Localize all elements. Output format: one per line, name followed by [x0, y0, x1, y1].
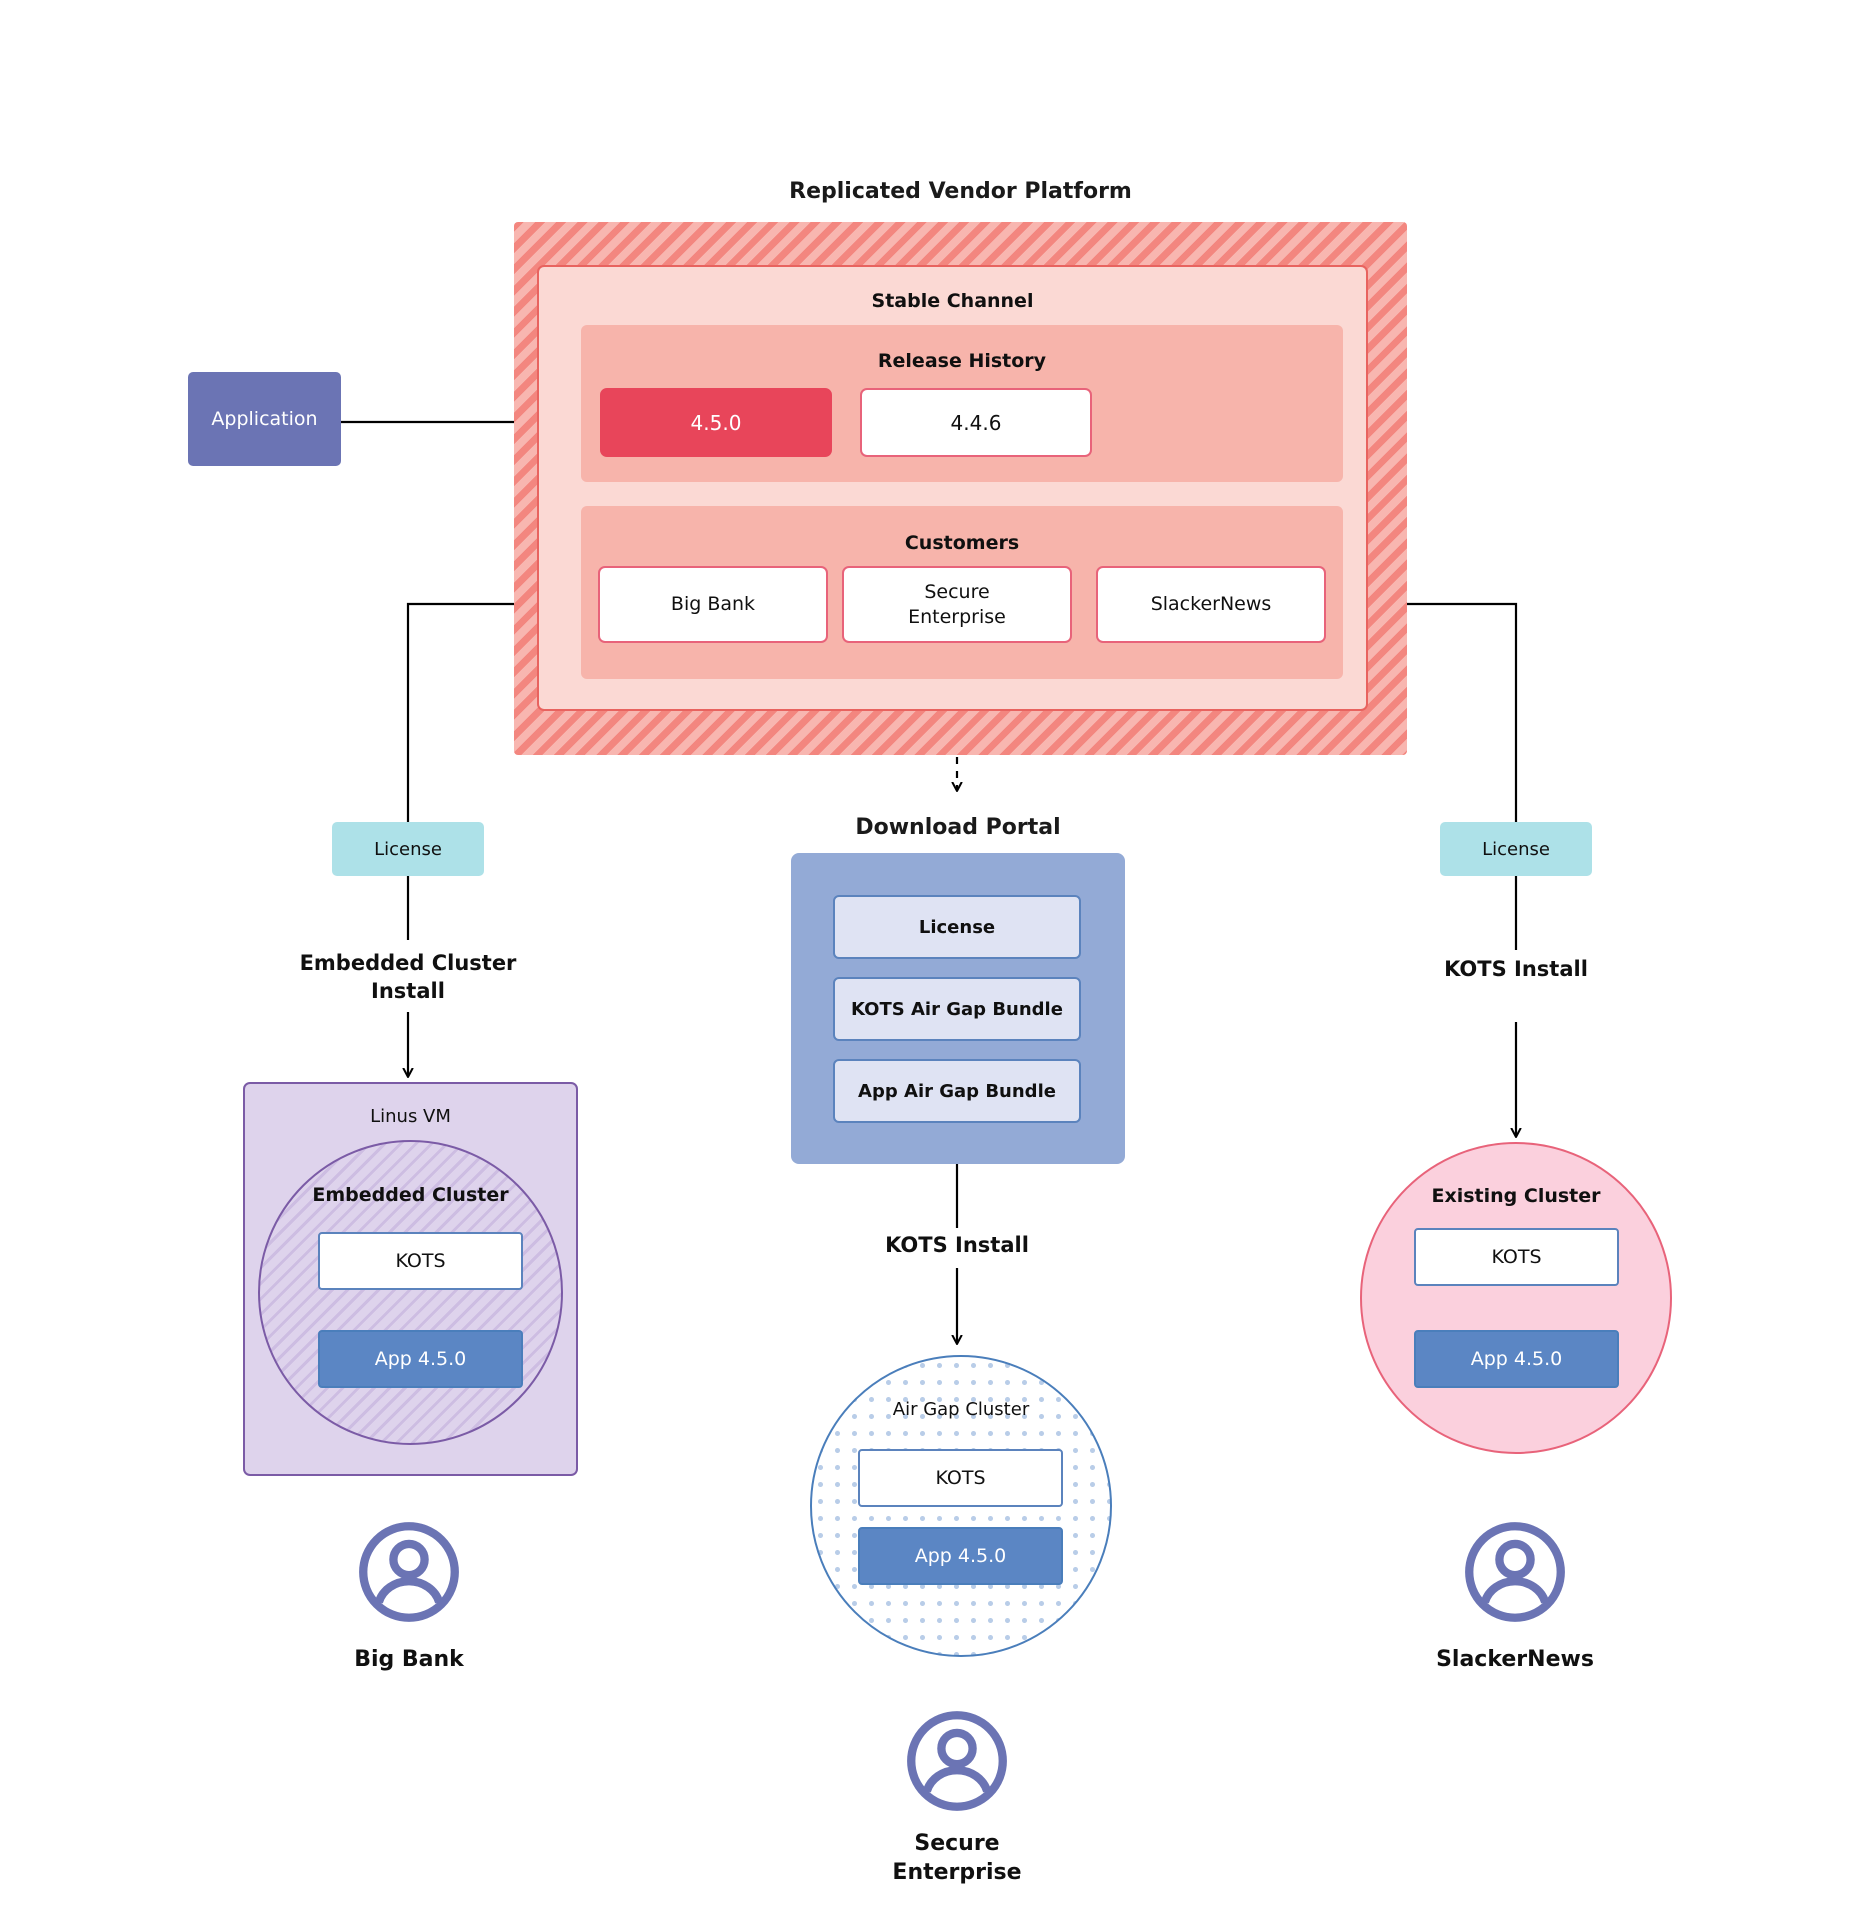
license-chip-left[interactable]: License [332, 822, 484, 876]
portal-item-app-air-gap-bundle[interactable]: App Air Gap Bundle [833, 1059, 1081, 1123]
customer-item-slackernews[interactable]: SlackerNews [1096, 566, 1326, 643]
avatar-big-bank [357, 1520, 461, 1624]
release-history-label: Release History [877, 349, 1047, 372]
avatar-slackernews [1463, 1520, 1567, 1624]
linux-vm-label: Linus VM [370, 1106, 451, 1128]
persona-label-slackernews: SlackerNews [1436, 1647, 1594, 1673]
avatar-secure-enterprise [905, 1709, 1009, 1813]
embedded-cluster-region [258, 1140, 563, 1445]
kots-install-label-right: KOTS Install [1444, 957, 1588, 982]
kots-install-label-center: KOTS Install [885, 1233, 1029, 1258]
app-version-box-left[interactable]: App 4.5.0 [318, 1330, 523, 1388]
application-box[interactable]: Application [188, 372, 341, 466]
diagram-title: Replicated Vendor Platform [789, 178, 1132, 204]
kots-box-left[interactable]: KOTS [318, 1232, 523, 1290]
embedded-cluster-label: Embedded Cluster [312, 1183, 509, 1206]
user-avatar-icon [359, 1522, 459, 1622]
kots-box-right[interactable]: KOTS [1414, 1228, 1619, 1286]
embedded-cluster-install-label: Embedded Cluster Install [299, 951, 517, 1003]
persona-label-secure-enterprise: Secure Enterprise [892, 1831, 1022, 1886]
air-gap-cluster-label: Air Gap Cluster [892, 1399, 1030, 1421]
customers-label: Customers [904, 531, 1020, 554]
existing-cluster-label: Existing Cluster [1431, 1184, 1601, 1207]
persona-label-big-bank: Big Bank [354, 1647, 464, 1673]
download-portal-title: Download Portal [855, 814, 1061, 840]
release-item-4-5-0[interactable]: 4.5.0 [600, 388, 832, 457]
app-version-box-right[interactable]: App 4.5.0 [1414, 1330, 1619, 1388]
release-item-4-4-6[interactable]: 4.4.6 [860, 388, 1092, 457]
license-chip-right[interactable]: License [1440, 822, 1592, 876]
customer-item-big-bank[interactable]: Big Bank [598, 566, 828, 643]
portal-item-kots-air-gap-bundle[interactable]: KOTS Air Gap Bundle [833, 977, 1081, 1041]
user-avatar-icon [1465, 1522, 1565, 1622]
app-version-box-center[interactable]: App 4.5.0 [858, 1527, 1063, 1585]
existing-cluster-region [1360, 1142, 1672, 1454]
kots-box-center[interactable]: KOTS [858, 1449, 1063, 1507]
portal-item-license[interactable]: License [833, 895, 1081, 959]
customer-item-secure-enterprise[interactable]: Secure Enterprise [842, 566, 1072, 643]
user-avatar-icon [907, 1711, 1007, 1811]
stable-channel-label: Stable Channel [871, 289, 1034, 312]
